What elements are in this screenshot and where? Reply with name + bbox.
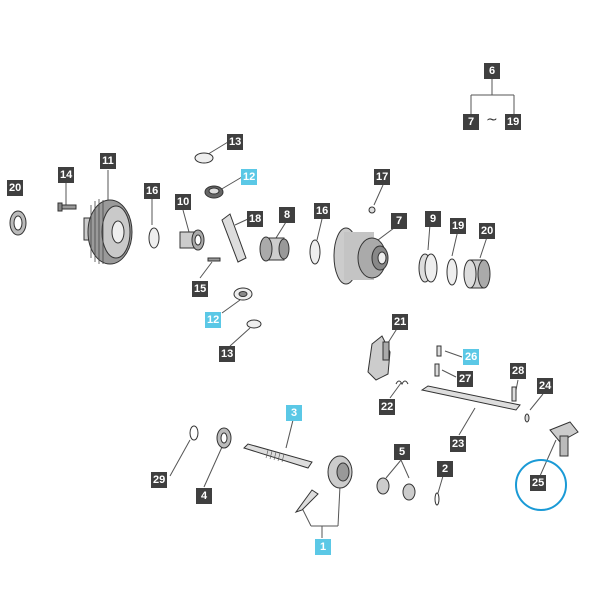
label-9: 9 (425, 211, 441, 227)
part-29-ring (189, 425, 199, 441)
label-13-bottom: 13 (219, 346, 236, 362)
label-3: 3 (286, 405, 302, 421)
label-20-right: 20 (479, 223, 496, 239)
label-5: 5 (394, 444, 410, 460)
part-2-clip (434, 492, 440, 506)
part-16-washer (148, 227, 160, 249)
label-15: 15 (192, 281, 209, 297)
range-tilde: ~ (486, 112, 498, 128)
label-27: 27 (457, 371, 474, 387)
part-27-pin (434, 363, 440, 377)
label-16-left: 16 (144, 183, 161, 199)
label-28: 28 (510, 363, 527, 379)
part-25-lever (549, 421, 579, 457)
label-20-left: 20 (7, 180, 24, 196)
label-16-right: 16 (314, 203, 331, 219)
part-23-rod (420, 385, 521, 411)
part-28-pin (511, 386, 517, 402)
part-11-gear (83, 199, 133, 265)
label-19: 19 (450, 218, 467, 234)
part-19-ring (446, 258, 458, 286)
label-22: 22 (379, 399, 396, 415)
part-21-fork (367, 335, 391, 381)
part-4-bearing (216, 427, 232, 449)
label-29: 29 (151, 472, 168, 488)
label-24: 24 (537, 378, 554, 394)
part-8-hub (259, 236, 290, 262)
label-8: 8 (279, 207, 295, 223)
label-7: 7 (391, 213, 407, 229)
part-14-bolt (57, 202, 77, 212)
label-12-bottom: 12 (205, 312, 222, 328)
label-26: 26 (463, 349, 480, 365)
part-13-washer-bottom (246, 319, 262, 329)
label-21: 21 (392, 314, 409, 330)
part-26-pin (436, 345, 442, 357)
label-18: 18 (247, 211, 264, 227)
part-10-hub (179, 229, 205, 251)
part-12-bushing-bottom (233, 287, 253, 301)
part-13-washer-top (194, 152, 214, 164)
part-17-plug (368, 206, 376, 214)
part-24-clip (524, 413, 530, 423)
label-10: 10 (175, 194, 192, 210)
label-19-range: 19 (505, 114, 522, 130)
label-25: 25 (530, 475, 547, 491)
label-7-range: 7 (463, 114, 479, 130)
part-16-washer-right (309, 239, 321, 265)
part-12-bushing-top (204, 185, 224, 199)
part-7-case (333, 227, 389, 285)
label-23: 23 (450, 436, 467, 452)
label-14: 14 (58, 167, 75, 183)
label-2: 2 (437, 461, 453, 477)
part-20-bearing-right (463, 259, 491, 289)
label-4: 4 (196, 488, 212, 504)
part-22-spring (395, 380, 409, 386)
part-1-gear (294, 455, 353, 513)
label-6: 6 (484, 63, 500, 79)
part-20-bearing-left (9, 210, 27, 236)
label-13-top: 13 (227, 134, 244, 150)
callout-circle (515, 459, 567, 511)
label-1: 1 (315, 539, 331, 555)
part-15-pin (207, 257, 221, 262)
label-12-top: 12 (241, 169, 258, 185)
label-17: 17 (374, 169, 391, 185)
part-3-shaft (243, 443, 313, 469)
part-9-rings (418, 253, 438, 283)
part-18-shaft (221, 213, 247, 263)
part-5-bearings (376, 477, 416, 501)
label-11: 11 (100, 153, 116, 169)
leader-lines (65, 79, 557, 538)
